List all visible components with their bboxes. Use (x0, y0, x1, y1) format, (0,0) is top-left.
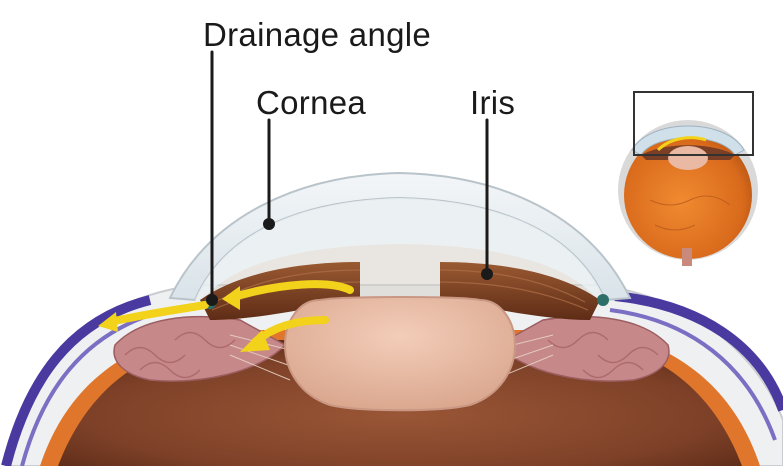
iris-label: Iris (470, 86, 515, 119)
drainage-angle-label: Drainage angle (203, 18, 431, 51)
lens (285, 297, 515, 410)
cornea-label: Cornea (256, 86, 366, 119)
drainage-angle-right (597, 294, 609, 306)
whole-eye-cross-section-icon (618, 120, 758, 266)
